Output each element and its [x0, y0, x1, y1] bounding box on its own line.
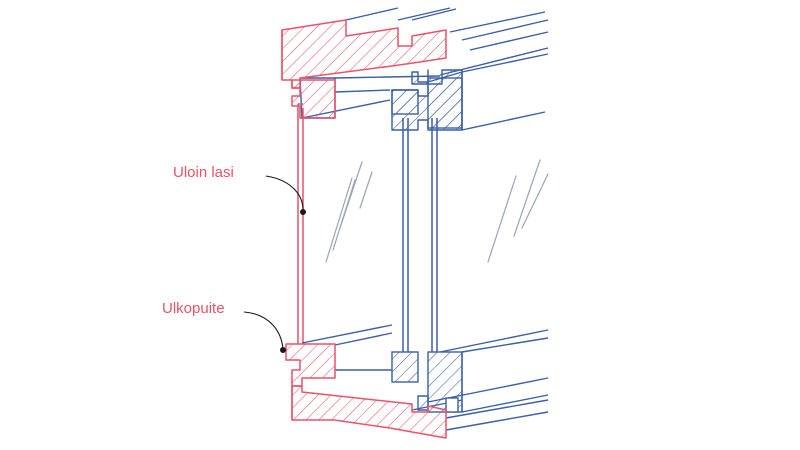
leader-outer-seal: [243, 311, 286, 353]
inner-glass-panes: [402, 118, 438, 352]
bottom-inner-sash: [391, 351, 463, 413]
leader-outer-glass: [265, 175, 306, 215]
top-inner-sash: [391, 69, 463, 131]
outer-glass-pane: [297, 103, 304, 344]
label-outer-glass: Uloin lasi: [173, 164, 234, 181]
label-outer-seal: Ulkopuite: [162, 300, 225, 317]
bottom-outer-frame: [285, 343, 447, 439]
glass-reflections: [325, 159, 549, 263]
